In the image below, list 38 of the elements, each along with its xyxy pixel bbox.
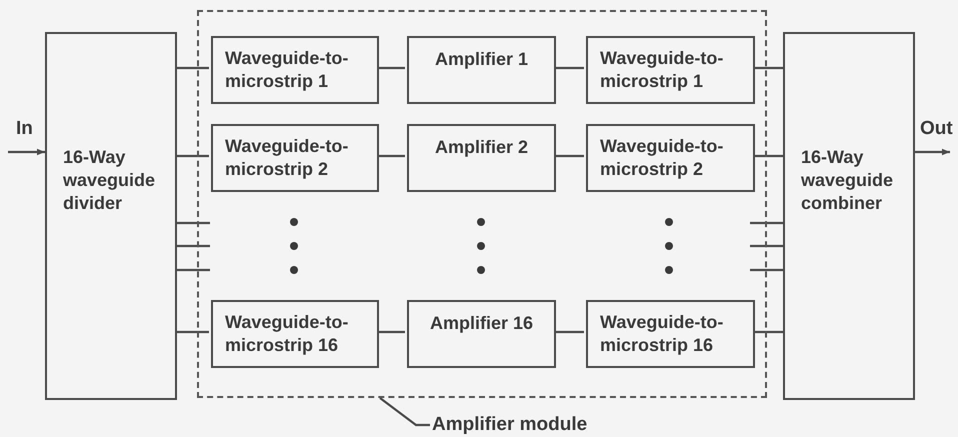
amplifier-label: Amplifier 16 [428,312,534,335]
amplifier-box [407,300,556,368]
connector-line [554,330,584,334]
converter-box [211,300,379,368]
amplifier-label: Amplifier 2 [434,136,530,159]
block-label: Waveguide-to- microstrip 1 [225,47,350,93]
converter-box [586,124,755,192]
connector-line [377,154,405,158]
connector-line [753,154,783,158]
connector-line [753,66,783,70]
amplifier-box [407,124,556,192]
block-label: 16-Way waveguide divider [63,146,156,215]
module-label: Amplifier module [432,413,612,437]
amplifier-box [407,36,556,104]
block-label: Waveguide-to- microstrip 16 [225,311,350,357]
block-label: Waveguide-to- microstrip 1 [600,47,724,93]
converter-box [586,36,755,104]
block-label: Waveguide-to- microstrip 2 [600,135,724,181]
arrow [915,148,950,156]
connector-line [177,66,209,70]
connector-line [377,66,405,70]
block-label: 16-Way waveguide combiner [801,146,894,215]
connector-line [177,154,209,158]
module-frame [197,10,767,398]
connector-line [377,330,405,334]
converter-box [211,36,379,104]
converter-box [211,124,379,192]
converter-box [586,300,755,368]
block-label: Waveguide-to- microstrip 16 [600,311,724,357]
arrow [8,148,45,156]
block-label: Waveguide-to- microstrip 2 [225,135,350,181]
connector-line [753,330,783,334]
combiner-box [783,32,915,400]
connector-line [554,66,584,70]
connector-line [554,154,584,158]
connector-line [177,330,209,334]
amplifier-label: Amplifier 1 [434,48,530,71]
leader-line [379,397,430,426]
